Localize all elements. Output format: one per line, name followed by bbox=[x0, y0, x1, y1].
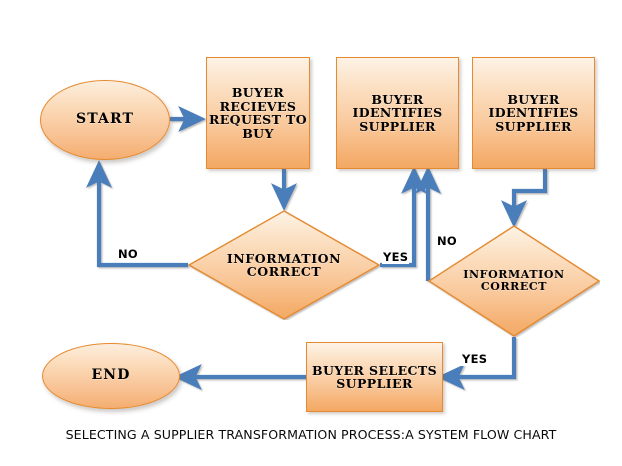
edge-dec1-no-to-start bbox=[85, 160, 188, 268]
node-buyer-identifies-supplier-2-label: BUYER IDENTIFIES SUPPLIER bbox=[488, 91, 579, 134]
node-buyer-receives-request-label: BUYER RECIEVES REQUEST TO BUY bbox=[208, 85, 308, 141]
node-decision-information-correct-1-label: INFORMATION CORRECT bbox=[226, 250, 342, 279]
edge-ident2-to-dec2 bbox=[500, 169, 548, 228]
node-decision-information-correct-1[interactable]: INFORMATION CORRECT bbox=[188, 210, 380, 320]
diamond-shape-1 bbox=[188, 210, 380, 320]
node-buyer-identifies-supplier-1[interactable]: BUYER IDENTIFIES SUPPLIER bbox=[336, 57, 459, 169]
node-buyer-identifies-supplier-2[interactable]: BUYER IDENTIFIES SUPPLIER bbox=[472, 57, 595, 169]
edge-dec2-yes-to-selects bbox=[437, 337, 517, 391]
node-buyer-identifies-supplier-1-label: BUYER IDENTIFIES SUPPLIER bbox=[352, 91, 443, 134]
edge-label-dec2-no: NO bbox=[436, 234, 459, 248]
node-start[interactable]: START bbox=[40, 80, 170, 160]
node-end[interactable]: END bbox=[42, 343, 180, 409]
node-decision-information-correct-2-label: INFORMATION CORRECT bbox=[463, 268, 565, 293]
node-end-label: END bbox=[91, 367, 131, 384]
node-decision-information-correct-2[interactable]: INFORMATION CORRECT bbox=[428, 225, 600, 337]
node-buyer-selects-supplier-label: BUYER SELECTS SUPPLIER bbox=[311, 362, 437, 391]
edge-dec1-yes-to-ident1 bbox=[380, 166, 428, 268]
diagram-caption: SELECTING A SUPPLIER TRANSFORMATION PROC… bbox=[65, 427, 557, 442]
node-buyer-selects-supplier[interactable]: BUYER SELECTS SUPPLIER bbox=[306, 342, 443, 412]
edge-label-dec1-yes: YES bbox=[382, 250, 410, 264]
edge-label-dec1-no: NO bbox=[117, 247, 140, 261]
node-buyer-receives-request[interactable]: BUYER RECIEVES REQUEST TO BUY bbox=[206, 57, 310, 169]
edge-label-dec2-yes: YES bbox=[461, 352, 489, 366]
diamond-shape-2 bbox=[428, 225, 600, 337]
node-start-label: START bbox=[76, 111, 134, 128]
